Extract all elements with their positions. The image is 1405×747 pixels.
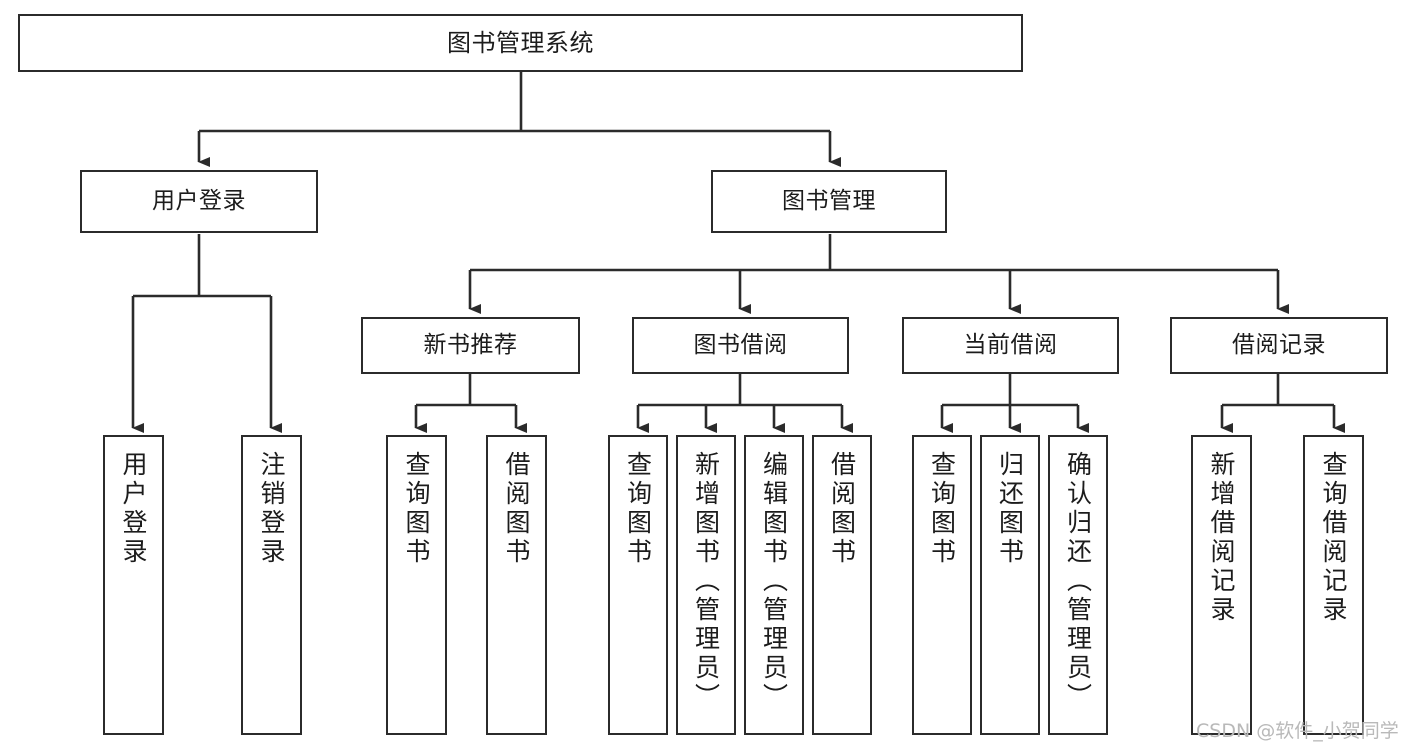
node-leaf-current-query-book-label: 查询图书 xyxy=(927,451,957,567)
node-leaf-query-borrow-record[interactable]: 查询借阅记录 xyxy=(1303,435,1364,735)
node-current-borrow[interactable]: 当前借阅 xyxy=(902,317,1119,374)
node-leaf-add-book-admin[interactable]: 新增图书（管理员） xyxy=(676,435,736,735)
node-root[interactable]: 图书管理系统 xyxy=(18,14,1023,72)
node-leaf-borrow-book-label: 借阅图书 xyxy=(827,451,857,567)
node-leaf-confirm-return-admin[interactable]: 确认归还（管理员） xyxy=(1048,435,1108,735)
node-leaf-borrow-book[interactable]: 借阅图书 xyxy=(812,435,872,735)
node-leaf-user-login-label: 用户登录 xyxy=(119,451,148,567)
node-current-borrow-label: 当前借阅 xyxy=(963,331,1058,358)
node-leaf-add-book-admin-label: 新增图书（管理员） xyxy=(691,451,721,712)
node-user-login-label: 用户登录 xyxy=(152,187,246,214)
node-leaf-edit-book-admin[interactable]: 编辑图书（管理员） xyxy=(744,435,804,735)
node-leaf-logout[interactable]: 注销登录 xyxy=(241,435,302,735)
node-leaf-user-login[interactable]: 用户登录 xyxy=(103,435,164,735)
node-book-management[interactable]: 图书管理 xyxy=(711,170,947,233)
node-leaf-newbook-query-book[interactable]: 查询图书 xyxy=(386,435,447,735)
watermark-csdn: CSDN @软件_小贺同学 xyxy=(1196,720,1399,742)
node-new-book-recommend-label: 新书推荐 xyxy=(423,331,518,358)
node-borrow-records[interactable]: 借阅记录 xyxy=(1170,317,1388,374)
node-book-borrow-label: 图书借阅 xyxy=(693,331,788,358)
node-leaf-query-borrow-record-label: 查询借阅记录 xyxy=(1319,451,1348,625)
node-leaf-newbook-borrow-book[interactable]: 借阅图书 xyxy=(486,435,547,735)
node-leaf-newbook-query-book-label: 查询图书 xyxy=(402,451,431,567)
node-leaf-add-borrow-record-label: 新增借阅记录 xyxy=(1207,451,1236,625)
node-book-management-label: 图书管理 xyxy=(782,187,876,214)
node-borrow-records-label: 借阅记录 xyxy=(1232,331,1326,358)
node-leaf-borrow-query-book-label: 查询图书 xyxy=(623,451,653,567)
node-leaf-edit-book-admin-label: 编辑图书（管理员） xyxy=(759,451,789,712)
node-root-label: 图书管理系统 xyxy=(447,28,594,57)
node-new-book-recommend[interactable]: 新书推荐 xyxy=(361,317,580,374)
node-leaf-return-book[interactable]: 归还图书 xyxy=(980,435,1040,735)
node-leaf-logout-label: 注销登录 xyxy=(257,451,286,567)
node-leaf-newbook-borrow-book-label: 借阅图书 xyxy=(502,451,531,567)
node-leaf-borrow-query-book[interactable]: 查询图书 xyxy=(608,435,668,735)
node-user-login[interactable]: 用户登录 xyxy=(80,170,318,233)
node-book-borrow[interactable]: 图书借阅 xyxy=(632,317,849,374)
node-leaf-return-book-label: 归还图书 xyxy=(995,451,1025,567)
node-leaf-current-query-book[interactable]: 查询图书 xyxy=(912,435,972,735)
node-leaf-confirm-return-admin-label: 确认归还（管理员） xyxy=(1063,451,1093,712)
node-leaf-add-borrow-record[interactable]: 新增借阅记录 xyxy=(1191,435,1252,735)
